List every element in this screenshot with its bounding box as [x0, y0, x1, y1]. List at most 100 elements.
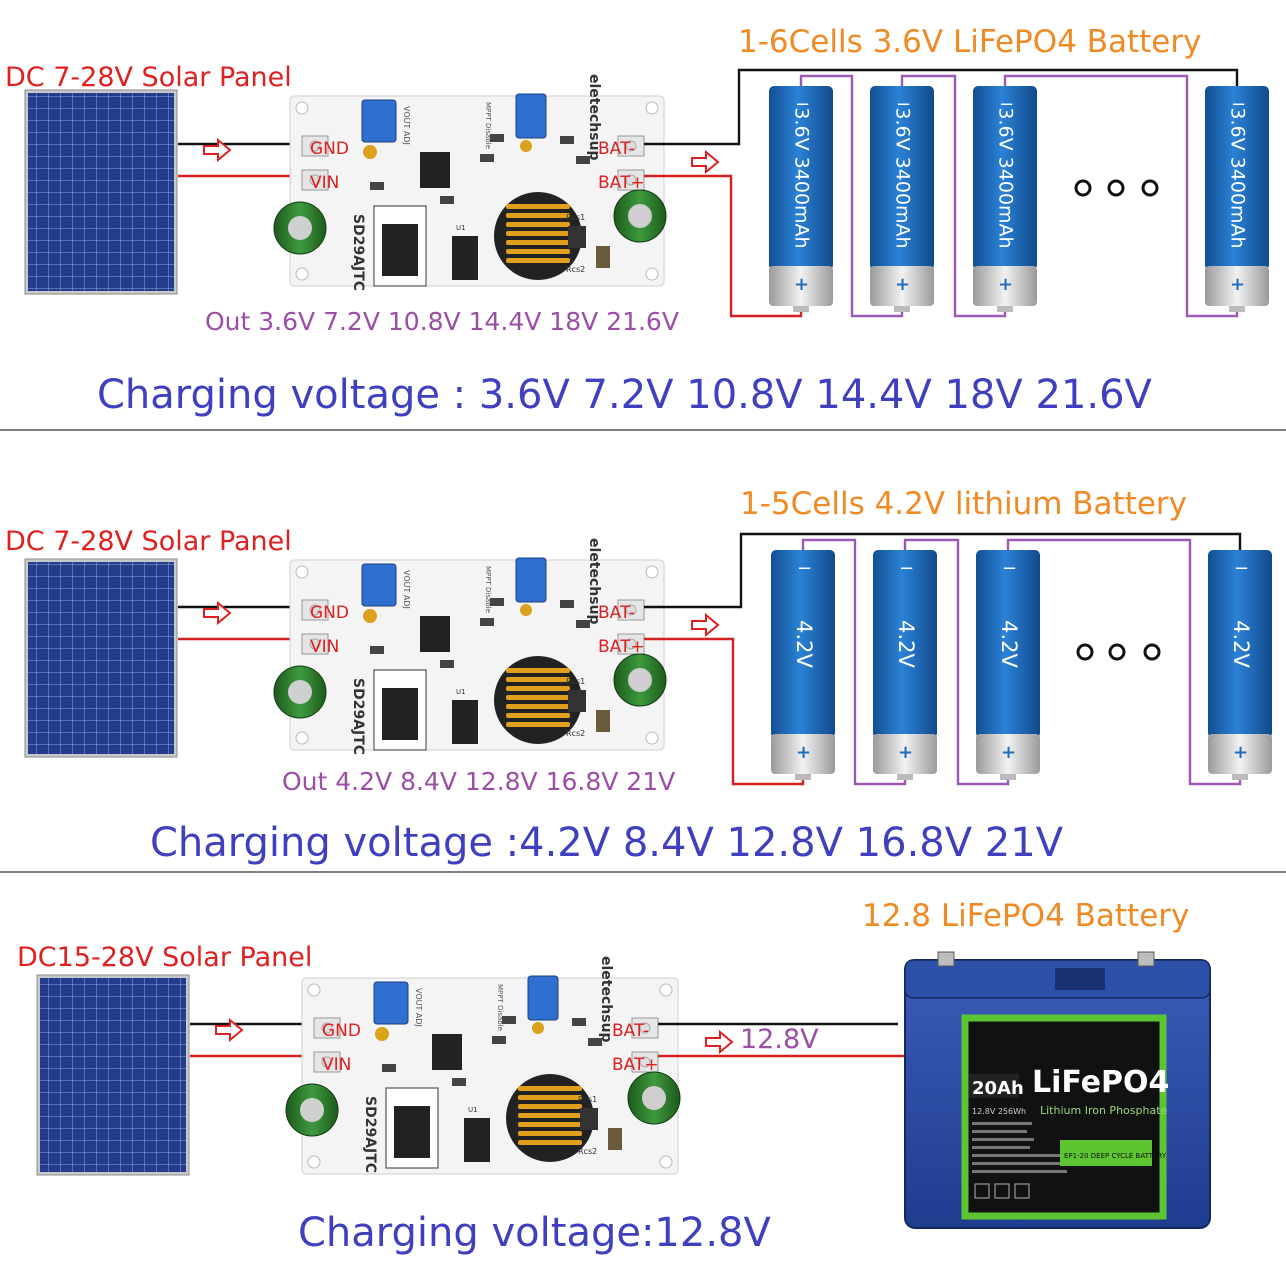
- cell-label: 3.6V 3400mAh: [791, 107, 813, 248]
- mppt-label: MPPT Disable: [496, 984, 504, 1031]
- mounting-hole: [295, 565, 309, 579]
- battery-badge: EP1-20 DEEP CYCLE BATTERY: [1064, 1152, 1167, 1160]
- inductor-winding: [506, 704, 570, 709]
- cell-label: 4.2V: [997, 620, 1021, 668]
- wire-bat-minus: [644, 68, 1239, 146]
- rcs2-label: Rcs2: [566, 265, 585, 274]
- smd-part: [490, 598, 504, 606]
- wire-bat-minus: [644, 532, 1242, 609]
- u1-label: U1: [456, 224, 466, 232]
- battery-title: 12.8 LiFePO4 Battery: [862, 898, 1189, 934]
- mounting-hole: [645, 731, 659, 745]
- inductor-winding: [506, 213, 570, 218]
- pad-hole: [321, 1022, 333, 1034]
- cell-cap: [870, 266, 934, 306]
- cell-label: 4.2V: [894, 620, 918, 668]
- battery-subtitle: Lithium Iron Phosphate: [1040, 1104, 1168, 1117]
- output-voltages: Out 3.6V 7.2V 10.8V 14.4V 18V 21.6V: [205, 307, 679, 336]
- smd-part: [480, 618, 494, 626]
- vin-label: VIN: [322, 1055, 351, 1075]
- cell-label: 3.6V 3400mAh: [1227, 107, 1249, 248]
- rcs2-label: Rcs2: [566, 729, 585, 738]
- battery-cell-icon: −+3.6V 3400mAh: [1205, 86, 1269, 312]
- cell-minus-sign: −: [896, 94, 911, 115]
- smd-part: [502, 1016, 516, 1024]
- arrow-right-icon: [691, 612, 720, 638]
- bat-minus-label: BAT-: [612, 1021, 649, 1041]
- battery-cell-icon: −+3.6V 3400mAh: [870, 86, 934, 312]
- battery-title: 1-5Cells 4.2V lithium Battery: [740, 486, 1187, 522]
- charging-voltage: Charging voltage:12.8V: [298, 1210, 771, 1256]
- smd-part: [576, 156, 590, 164]
- arrow-right-icon: [691, 149, 720, 175]
- pad-hole: [639, 1022, 651, 1034]
- diode: [452, 700, 478, 744]
- cell-body: [873, 550, 937, 738]
- cell-minus-sign: −: [795, 94, 810, 115]
- capacitor-top: [642, 1086, 666, 1110]
- diode: [452, 236, 478, 280]
- smd-part: [572, 1018, 586, 1026]
- resistor-rcs1: [568, 226, 586, 248]
- smd-part: [560, 136, 574, 144]
- trimmer-pot-vout: [361, 99, 397, 143]
- arrow-right-icon: [215, 1017, 244, 1043]
- cell-body: [771, 550, 835, 738]
- inductor-winding: [506, 722, 570, 727]
- solar-panel-label: DC 7-28V Solar Panel: [5, 526, 292, 557]
- model-label: SD29AJTC: [350, 678, 366, 755]
- solar-panel-cells: [40, 978, 186, 1172]
- trimmer-pot-mppt: [527, 975, 559, 1021]
- smd-part: [492, 1036, 506, 1044]
- inductor-winding: [518, 1104, 582, 1109]
- cell-terminal: [897, 774, 913, 780]
- charging-voltage: Charging voltage : 3.6V 7.2V 10.8V 14.4V…: [97, 372, 1153, 418]
- solar-panel-cells: [28, 562, 174, 754]
- cell-terminal: [1229, 306, 1245, 312]
- capacitor-top: [288, 680, 312, 704]
- battery-cell-icon: −+4.2V: [873, 550, 937, 780]
- mosfet: [382, 688, 418, 740]
- cell-cap: [1208, 734, 1272, 774]
- solar-panel-icon: [24, 89, 178, 295]
- mounting-hole: [295, 101, 309, 115]
- solar-panel-icon: [24, 558, 178, 758]
- brand-label: eletechsup: [586, 538, 602, 625]
- gnd-label: GND: [310, 139, 349, 159]
- pad-hole: [625, 604, 637, 616]
- wire-series-link: [801, 538, 907, 786]
- pad-hole: [309, 140, 321, 152]
- cell-label: 4.2V: [792, 620, 816, 668]
- trimmer-screw: [520, 140, 532, 152]
- pad-hole: [625, 140, 637, 152]
- solar-panel-label: DC 7-28V Solar Panel: [5, 62, 292, 93]
- trimmer-pot-vout: [361, 563, 397, 607]
- wire-bat-plus: [644, 174, 803, 318]
- inductor-winding: [506, 677, 570, 682]
- mounting-hole: [307, 983, 321, 997]
- cell-body: [870, 86, 934, 270]
- capacitor-top: [300, 1098, 324, 1122]
- gnd-label: GND: [310, 603, 349, 623]
- cell-plus-sign: +: [794, 274, 809, 295]
- cell-label: 3.6V 3400mAh: [995, 107, 1017, 248]
- rcs2-label: Rcs2: [578, 1147, 597, 1156]
- ellipsis-dot: [1143, 643, 1161, 661]
- smd-part: [370, 182, 384, 190]
- resistor-rcs1: [568, 690, 586, 712]
- ic-chip: [432, 1034, 462, 1070]
- battery-cell-icon: −+4.2V: [771, 550, 835, 780]
- inductor-winding: [518, 1131, 582, 1136]
- wire-bat-plus: [644, 637, 805, 786]
- mounting-hole: [659, 1155, 673, 1169]
- mounting-hole: [295, 731, 309, 745]
- inductor-winding: [506, 249, 570, 254]
- vout-adj-label: VOUT ADJ: [402, 106, 411, 145]
- cell-cap: [973, 266, 1037, 306]
- smd-part: [480, 154, 494, 162]
